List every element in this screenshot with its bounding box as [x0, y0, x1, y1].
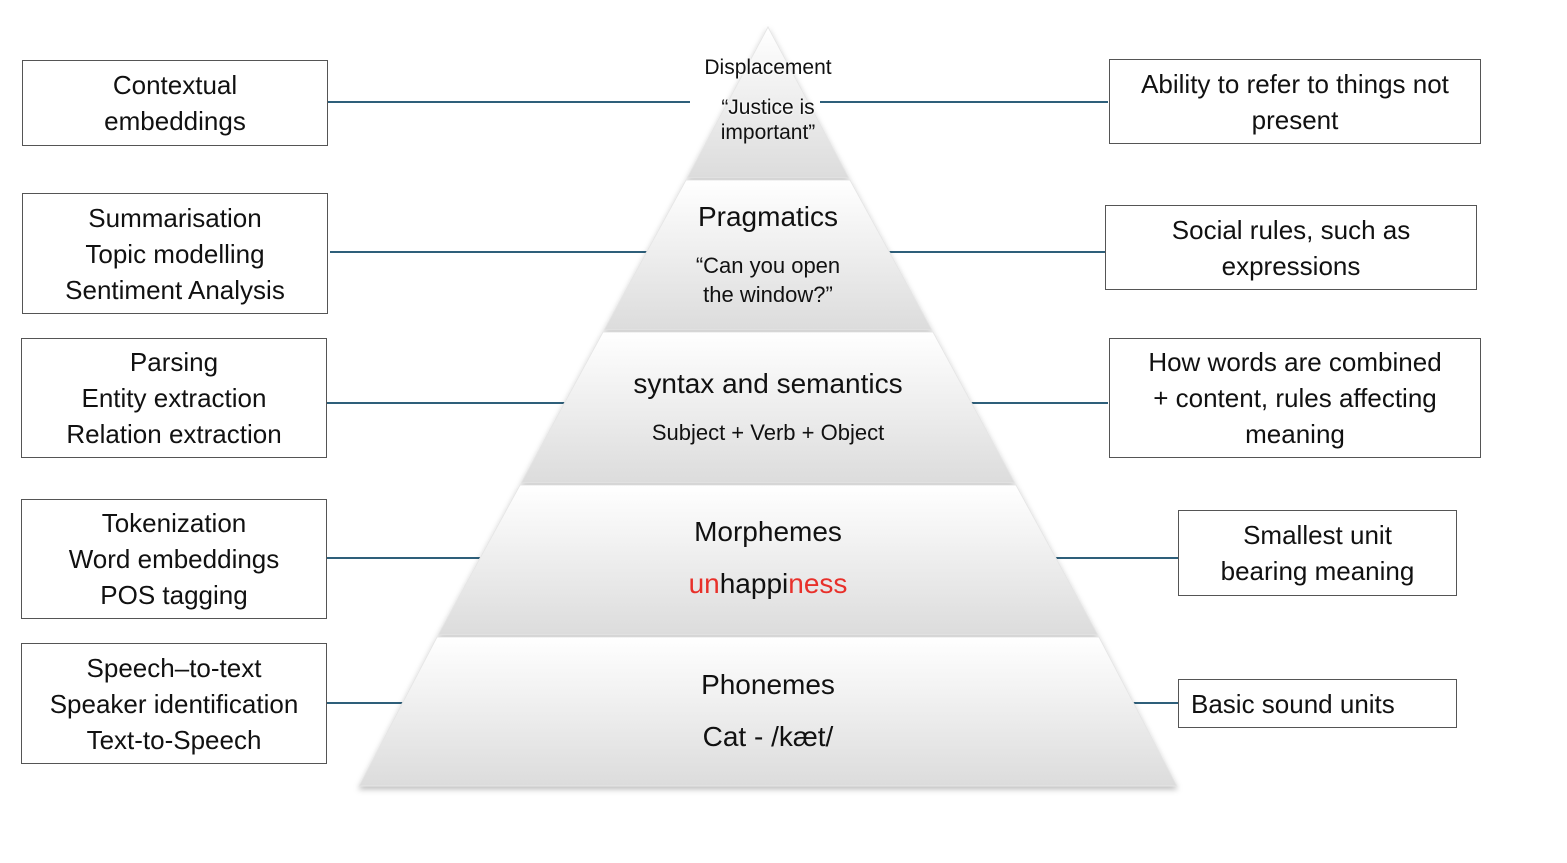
- application-line: Entity extraction: [81, 383, 267, 413]
- pyramid-tier-syntax-semantics: [520, 331, 1016, 484]
- morpheme-prefix: un: [688, 568, 720, 599]
- level-title-syntax-semantics: syntax and semantics: [633, 368, 903, 399]
- description-box-syntax-semantics: How words are combined + content, rules …: [1109, 338, 1481, 458]
- application-line: POS tagging: [100, 580, 248, 610]
- pyramid-tier-displacement: [686, 25, 850, 179]
- description-box-displacement: Ability to refer to things not present: [1109, 59, 1481, 144]
- level-example-displacement: “Justice is important”: [668, 95, 868, 145]
- application-line: Speaker identification: [49, 688, 299, 719]
- application-line: Sentiment Analysis: [65, 274, 285, 305]
- application-line: embeddings: [104, 106, 246, 136]
- pyramid: [358, 25, 1178, 787]
- level-example-syntax-semantics: Subject + Verb + Object: [651, 420, 885, 445]
- level-title-displacement: Displacement: [704, 56, 832, 79]
- description-line: meaning: [1245, 419, 1345, 449]
- level-title-phonemes: Phonemes: [701, 669, 835, 700]
- example-line: “Can you open: [695, 253, 841, 278]
- description-line: expressions: [1221, 250, 1361, 281]
- application-line: Topic modelling: [85, 238, 265, 269]
- application-line: Parsing: [129, 347, 219, 377]
- application-line: Word embeddings: [68, 544, 280, 574]
- description-line: How words are combined: [1148, 347, 1442, 377]
- level-example-phonemes: Cat - /kæt/: [702, 721, 834, 752]
- pyramid-tier-phonemes: [358, 636, 1178, 787]
- application-line: Speech–to-text: [86, 652, 262, 683]
- application-box-syntax-semantics: Parsing Entity extraction Relation extra…: [21, 338, 327, 458]
- description-line: present: [1251, 104, 1339, 135]
- application-box-displacement: Contextual embeddings: [22, 60, 328, 146]
- level-title-morphemes: Morphemes: [694, 516, 842, 547]
- application-line: Text-to-Speech: [86, 724, 262, 755]
- description-box-pragmatics: Social rules, such as expressions: [1105, 205, 1477, 290]
- connector-lines: [326, 101, 1178, 704]
- description-line: Ability to refer to things not: [1141, 68, 1449, 99]
- example-line: the window?”: [703, 282, 833, 307]
- description-line: bearing meaning: [1220, 556, 1415, 586]
- description-line: Social rules, such as: [1171, 214, 1411, 245]
- application-box-morphemes: Tokenization Word embeddings POS tagging: [21, 499, 327, 619]
- morpheme-root: happi: [719, 568, 789, 599]
- description-box-morphemes: Smallest unit bearing meaning: [1178, 510, 1457, 596]
- description-line: Smallest unit: [1243, 520, 1392, 550]
- application-line: Contextual: [112, 70, 238, 100]
- application-box-phonemes: Speech–to-text Speaker identification Te…: [21, 643, 327, 764]
- level-example-pragmatics: “Can you open the window?”: [618, 251, 918, 309]
- example-line: important”: [720, 121, 816, 144]
- example-line: “Justice is: [721, 96, 815, 119]
- application-line: Tokenization: [101, 508, 247, 538]
- description-line: + content, rules affecting: [1153, 383, 1437, 413]
- description-box-phonemes: Basic sound units: [1178, 679, 1457, 728]
- application-box-pragmatics: Summarisation Topic modelling Sentiment …: [22, 193, 328, 314]
- pyramid-tier-morphemes: [437, 484, 1099, 636]
- level-title-pragmatics: Pragmatics: [697, 201, 839, 232]
- description-line: Basic sound units: [1191, 688, 1395, 719]
- morpheme-suffix: ness: [788, 568, 848, 599]
- application-line: Relation extraction: [66, 419, 282, 449]
- application-line: Summarisation: [88, 202, 262, 233]
- level-example-morphemes: unhappiness: [568, 567, 968, 601]
- pyramid-tier-pragmatics: [603, 179, 933, 331]
